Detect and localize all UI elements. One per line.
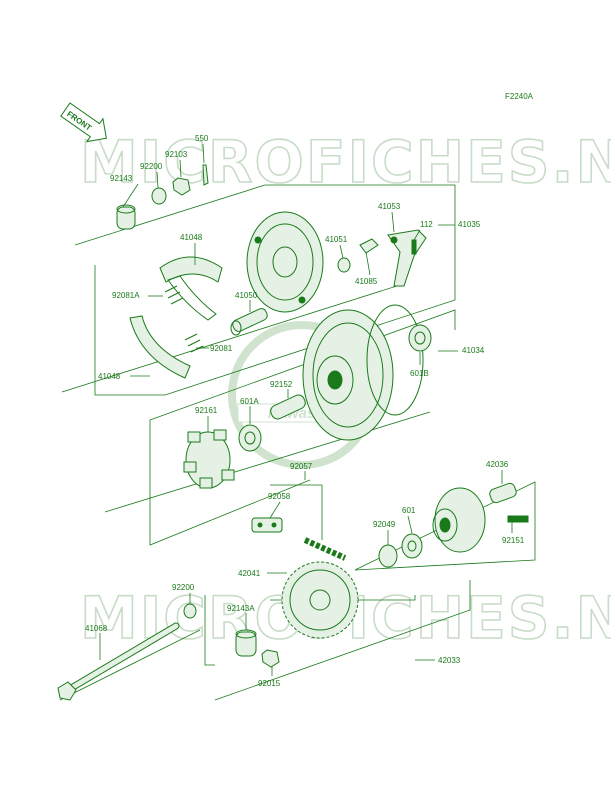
label-41034: 41034 [462, 346, 485, 355]
label-41085: 41085 [355, 277, 378, 286]
label-601B: 601B [410, 369, 429, 378]
label-41048-bottom: 41048 [98, 372, 121, 381]
label-92161: 92161 [195, 406, 218, 415]
brake-shoe-41048-top [159, 256, 223, 283]
label-92057: 92057 [290, 462, 313, 471]
guide-top [74, 184, 456, 246]
label-41035: 41035 [458, 220, 481, 229]
sprocket-42041 [281, 561, 359, 639]
label-41051: 41051 [325, 235, 348, 244]
chain-link-92058 [251, 517, 283, 533]
label-92143A: 92143A [227, 604, 255, 613]
label-550: 550 [195, 134, 209, 143]
brake-cam-41050 [230, 308, 268, 336]
brake-panel-41051 [246, 211, 324, 313]
brake-shoe-41048-bottom [129, 315, 191, 379]
collar-92143A [235, 629, 257, 657]
label-92015: 92015 [258, 679, 281, 688]
guide-hub-lower [104, 411, 431, 513]
label-41048-top: 41048 [180, 233, 203, 242]
label-92081: 92081 [210, 344, 233, 353]
indicator-41085 [359, 238, 379, 254]
label-92151: 92151 [502, 536, 525, 545]
label-42041: 42041 [238, 569, 261, 578]
axle-41068 [57, 622, 180, 701]
guide-sprocket-right [214, 580, 471, 701]
seal-41051 [337, 257, 351, 273]
wheel-41034 [302, 304, 424, 441]
label-42036: 42036 [486, 460, 509, 469]
label-42033: 42033 [438, 656, 461, 665]
label-601: 601 [402, 506, 416, 515]
bearing-601A [238, 424, 262, 452]
guide-sprocket-left [204, 595, 215, 666]
bearing-601 [401, 533, 423, 559]
nut-92103 [172, 177, 191, 196]
coupling-42036 [432, 482, 517, 553]
nut-92015 [261, 649, 280, 668]
spring-92081 [184, 333, 204, 353]
guide-hub-upper [149, 309, 456, 421]
spacer-92143 [116, 204, 136, 230]
front-arrow-icon: FRONT [60, 102, 107, 143]
label-92200-bottom: 92200 [172, 583, 195, 592]
bolt-112 [411, 239, 417, 255]
label-41050: 41050 [235, 291, 258, 300]
diagram-code: F2240A [505, 92, 534, 101]
label-92081A: 92081A [112, 291, 140, 300]
guide-hub [149, 420, 311, 546]
guide-axle [59, 629, 201, 701]
damper-92161 [183, 429, 235, 489]
brake-lever-41053 [359, 229, 427, 287]
guide-brake-lower [61, 284, 401, 393]
label-92103: 92103 [165, 150, 188, 159]
label-601A: 601A [240, 397, 259, 406]
washer-92200-bottom [183, 603, 197, 619]
label-92049: 92049 [373, 520, 396, 529]
label-112: 112 [420, 220, 433, 229]
label-92152: 92152 [270, 380, 293, 389]
cotter-pin-550 [202, 164, 209, 186]
part-labels: 550 92103 92200 92143 41053 112 41035 41… [85, 134, 525, 688]
chain-92057 [303, 537, 347, 561]
label-41053: 41053 [378, 202, 401, 211]
label-92058: 92058 [268, 492, 291, 501]
spring-92081A [164, 285, 184, 305]
washer-92200 [151, 187, 167, 205]
label-92143: 92143 [110, 174, 133, 183]
guide-brake [94, 230, 456, 396]
collar-92152 [270, 394, 306, 420]
label-92200: 92200 [140, 162, 163, 171]
bolt-92151 [507, 515, 529, 523]
seal-92049 [378, 544, 398, 568]
label-41068: 41068 [85, 624, 108, 633]
bearing-601B [408, 324, 432, 352]
